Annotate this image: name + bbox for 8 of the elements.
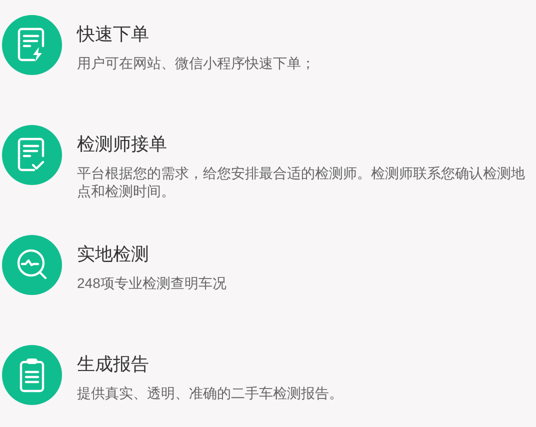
step-description: 用户可在网站、微信小程序快速下单； xyxy=(77,54,316,72)
step-description: 248项专业检测查明车况 xyxy=(77,274,228,292)
step-title: 快速下单 xyxy=(77,23,149,45)
step-description: 提供真实、透明、准确的二手车检测报告。 xyxy=(77,384,344,402)
step-title: 生成报告 xyxy=(77,353,149,375)
step-title: 检测师接单 xyxy=(77,133,167,155)
step-title: 实地检测 xyxy=(77,243,149,265)
step-description: 平台根据您的需求，给您安排最合适的检测师。检测师联系您确认检测地点和检测时间。 xyxy=(77,164,526,200)
